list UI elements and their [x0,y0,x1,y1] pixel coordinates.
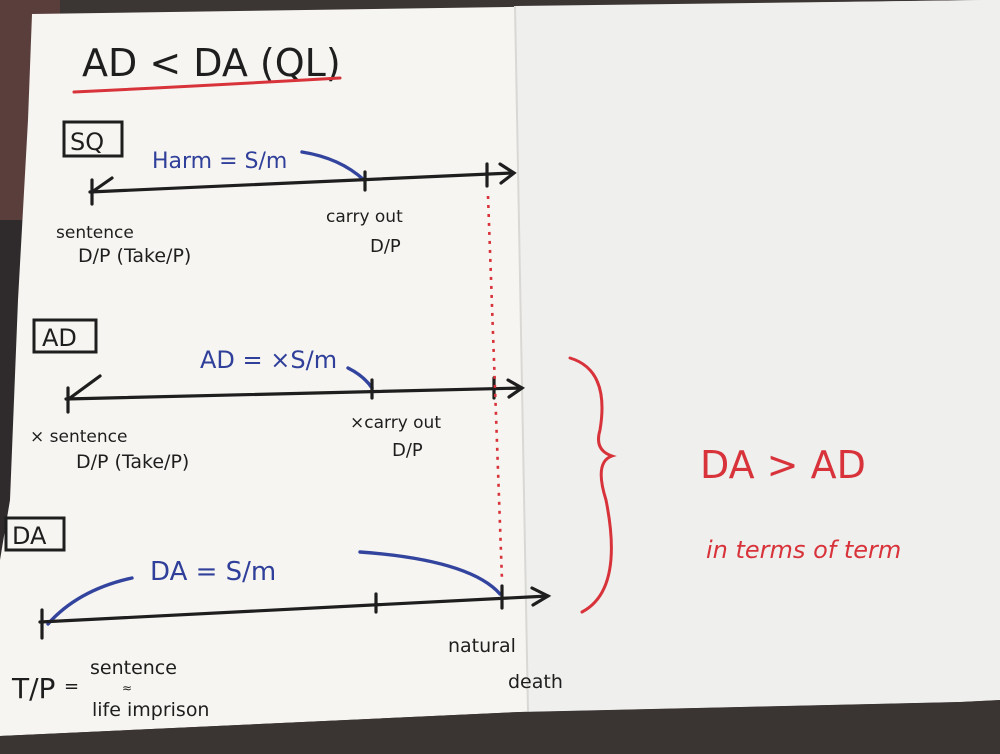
red-brace [568,356,617,614]
sq-box-label: SQ [70,128,104,156]
ad-carry-label-2: D/P [392,440,423,461]
sq-carry-label-2: D/P [370,236,401,257]
paper-right-half [515,0,1000,712]
da-end-label-2: death [508,671,563,693]
sq-box [62,120,124,158]
tp-equals: = [64,676,79,697]
ad-carry-label-1: ×carry out [350,413,441,433]
sq-carry-label-1: carry out [326,207,403,227]
tp-approx: ≈ [122,681,132,695]
ad-box-label: AD [42,324,77,352]
sq-start-arrowhead [90,176,114,194]
da-end-label-1: natural [448,635,516,657]
tp-life-imprison: life imprison [92,699,209,721]
bottom-surface [0,700,1000,750]
da-timeline [38,594,550,624]
sq-harm-arc [300,150,366,182]
ad-start-label-2: D/P (Take/P) [76,451,189,473]
da-arc-left [46,576,134,626]
sq-timeline [88,171,514,194]
conclusion-main: DA > AD [700,443,866,487]
da-box-label: DA [12,522,47,550]
tp-sentence: sentence [90,657,177,679]
ad-arrowhead [506,378,525,399]
ad-start-label-1: × sentence [30,427,127,447]
da-arrowhead [530,586,552,607]
tp-label: T/P [11,672,55,705]
sq-arrowhead [498,162,517,185]
ad-start-arrowhead [68,374,102,400]
ad-timeline [64,386,524,401]
sq-harm-label: Harm = S/m [152,149,287,174]
da-label: DA = S/m [150,557,276,587]
conclusion-sub: in terms of term [706,536,901,564]
title-underline [72,76,342,94]
sq-start-label-1: sentence [56,223,134,243]
ad-box [32,318,98,354]
ad-label: AD = ×S/m [200,346,337,374]
da-box [4,516,66,552]
page-title: AD < DA (QL) [82,41,341,85]
sq-start-label-2: D/P (Take/P) [78,245,191,267]
da-arc-right [358,550,502,596]
fold-line [514,5,529,713]
red-dotted-divider [486,195,504,581]
